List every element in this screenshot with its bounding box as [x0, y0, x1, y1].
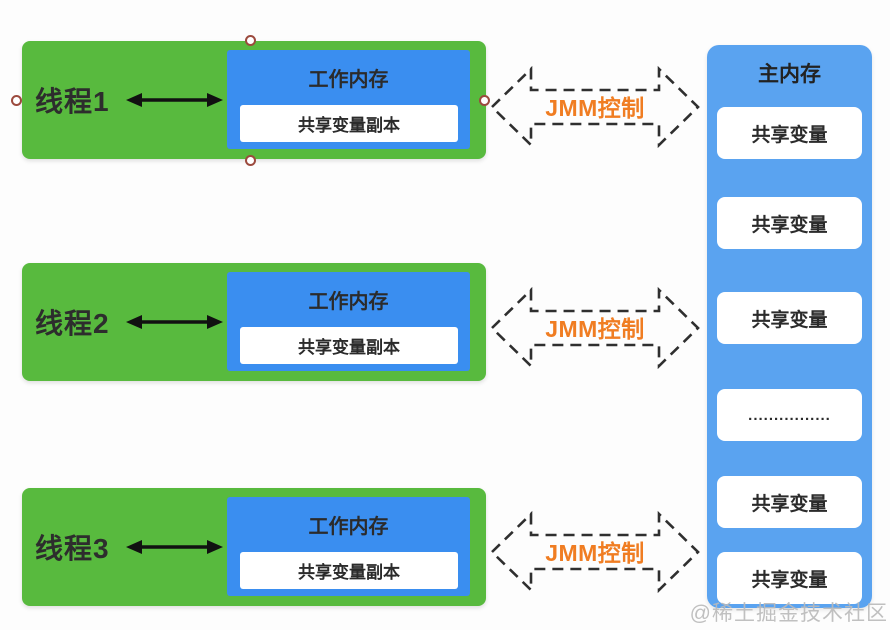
dashed-double-arrow-icon	[490, 65, 700, 149]
working-memory-title: 工作内存	[308, 291, 389, 313]
jmm-control-label: JMM控制	[545, 94, 645, 121]
shared-variable-copy-box[interactable]: 共享变量副本	[240, 552, 458, 589]
working-memory-title: 工作内存	[308, 516, 389, 538]
thread-2-box[interactable]: 线程2 工作内存 共享变量副本	[22, 263, 486, 381]
double-arrow-icon	[126, 93, 223, 107]
selection-handle-bottom[interactable]	[245, 155, 256, 166]
working-memory-title: 工作内存	[308, 69, 389, 91]
shared-variable-copy-box[interactable]: 共享变量副本	[240, 105, 458, 142]
selection-handle-left[interactable]	[11, 95, 22, 106]
shared-variable-slot[interactable]: 共享变量	[717, 476, 862, 528]
shared-variable-slot[interactable]: 共享变量	[717, 107, 862, 159]
dashed-double-arrow-icon	[490, 510, 700, 594]
thread-1-label: 线程1	[35, 86, 110, 117]
selection-handle-right[interactable]	[479, 95, 490, 106]
shared-variable-slot[interactable]: 共享变量	[717, 292, 862, 344]
main-memory-title: 主内存	[758, 63, 821, 86]
watermark: @稀土掘金技术社区	[689, 602, 888, 625]
selection-handle-top[interactable]	[245, 35, 256, 46]
thread-3-label: 线程3	[35, 533, 110, 564]
jmm-control-arrow-3[interactable]: JMM控制	[489, 509, 701, 595]
double-arrow-icon	[126, 540, 223, 554]
working-memory-box[interactable]: 工作内存 共享变量副本	[227, 50, 470, 149]
thread-2-label: 线程2	[35, 308, 110, 339]
jmm-control-arrow-1[interactable]: JMM控制	[489, 64, 701, 150]
shared-variable-slot[interactable]: 共享变量	[717, 197, 862, 249]
thread-1-box[interactable]: 线程1 工作内存 共享变量副本	[22, 41, 486, 159]
working-memory-box[interactable]: 工作内存 共享变量副本	[227, 272, 470, 371]
ellipsis-slot[interactable]: ................	[717, 389, 862, 441]
working-memory-box[interactable]: 工作内存 共享变量副本	[227, 497, 470, 596]
thread-3-box[interactable]: 线程3 工作内存 共享变量副本	[22, 488, 486, 606]
jmm-control-arrow-2[interactable]: JMM控制	[489, 285, 701, 371]
shared-variable-slot[interactable]: 共享变量	[717, 552, 862, 604]
shared-variable-copy-box[interactable]: 共享变量副本	[240, 327, 458, 364]
dashed-double-arrow-icon	[490, 286, 700, 370]
main-memory-panel[interactable]: 主内存 共享变量 共享变量 共享变量 ................ 共享变量…	[707, 45, 872, 608]
jmm-control-label: JMM控制	[545, 539, 645, 566]
double-arrow-icon	[126, 315, 223, 329]
jmm-control-label: JMM控制	[545, 315, 645, 342]
